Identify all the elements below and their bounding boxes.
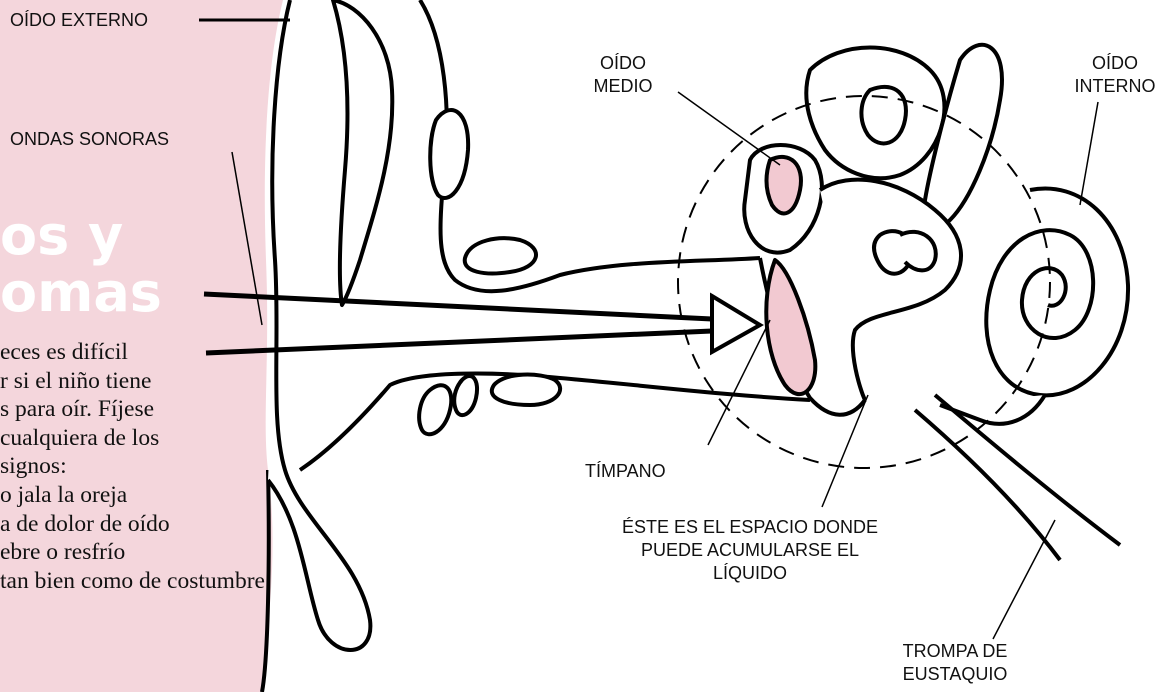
eustachian-tube-label-line-2: EUSTAQUIO: [903, 664, 1008, 684]
middle-ear-label: OÍDO MEDIO: [583, 52, 663, 98]
middle-ear-label-line-2: MEDIO: [593, 76, 652, 96]
panel-body-line: a de dolor de oído: [0, 510, 330, 539]
eardrum-label: TÍMPANO: [585, 460, 666, 483]
fluid-space-label-line-2: PUEDE ACUMULARSE EL: [641, 540, 859, 560]
panel-heading-line-1: os y: [0, 205, 123, 267]
eustachian-tube-label: TROMPA DE EUSTAQUIO: [880, 640, 1030, 686]
panel-body-line: s para oír. Fíjese: [0, 395, 330, 424]
middle-ear-label-line-1: OÍDO: [600, 53, 646, 73]
eustachian-tube-label-line-1: TROMPA DE: [903, 641, 1008, 661]
inner-ear-label: OÍDO INTERNO: [1062, 52, 1168, 98]
panel-body-line: cualquiera de los: [0, 424, 330, 453]
fluid-space-label: ÉSTE ES EL ESPACIO DONDE PUEDE ACUMULARS…: [600, 516, 900, 585]
fluid-space-label-line-1: ÉSTE ES EL ESPACIO DONDE: [622, 517, 878, 537]
panel-body-line: ebre o resfrío: [0, 538, 330, 567]
fluid-space-label-line-3: LÍQUIDO: [713, 563, 787, 583]
panel-body-line: signos:: [0, 452, 330, 481]
panel-body: eces es difícil r si el niño tiene s par…: [0, 338, 330, 692]
panel-body-line: r si el niño tiene: [0, 367, 330, 396]
eardrum: [766, 260, 815, 394]
inner-ear-label-line-2: INTERNO: [1075, 76, 1156, 96]
panel-body-line: o jala la oreja: [0, 481, 330, 510]
middle-inner-ear: [744, 45, 1128, 560]
ossicle-incus: [766, 157, 801, 214]
inner-ear-label-line-1: OÍDO: [1092, 53, 1138, 73]
panel-body-line: tan bien como de costumbre: [0, 567, 330, 596]
panel-body-line: eces es difícil: [0, 338, 330, 367]
outer-ear-label: OÍDO EXTERNO: [10, 9, 148, 32]
sound-waves-label: ONDAS SONORAS: [10, 128, 169, 151]
panel-heading-line-2: omas: [0, 262, 162, 324]
cochlea: [986, 188, 1128, 395]
arrow-head: [712, 296, 760, 352]
